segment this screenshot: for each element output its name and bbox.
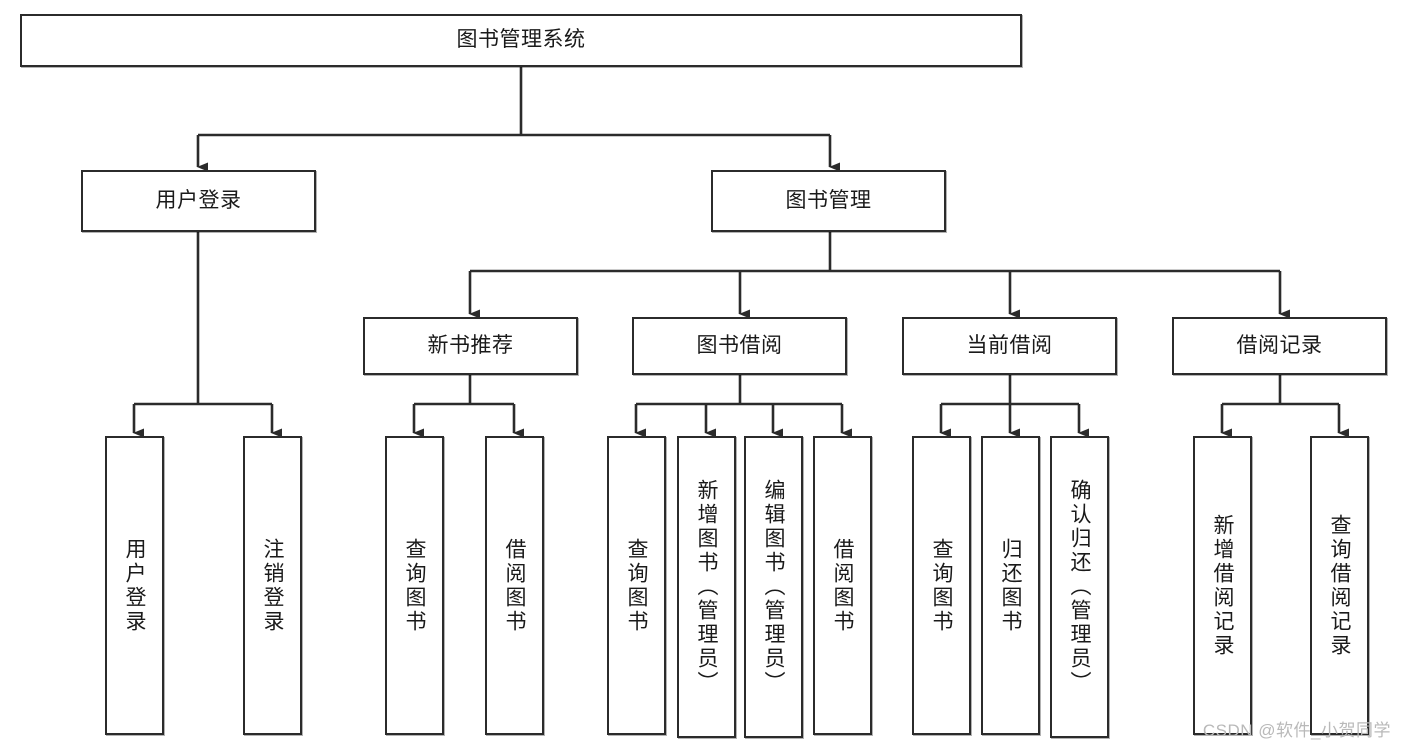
node-leaf-confirm-return-admin[interactable]: 确认归还（管理员） — [1050, 436, 1109, 738]
node-root-label: 图书管理系统 — [456, 28, 586, 52]
node-leaf-recommend-query-book[interactable]: 查询图书 — [385, 436, 444, 735]
node-current-borrow-label: 当前借阅 — [966, 333, 1053, 357]
node-leaf-user-login[interactable]: 用户登录 — [105, 436, 164, 735]
node-leaf-user-login-label: 用户登录 — [123, 537, 146, 634]
node-leaf-borrow-query-book-label: 查询图书 — [625, 537, 648, 634]
node-leaf-borrow-book[interactable]: 借阅图书 — [813, 436, 872, 735]
node-leaf-confirm-return-admin-label: 确认归还（管理员） — [1068, 479, 1091, 695]
node-book-borrow[interactable]: 图书借阅 — [632, 317, 847, 375]
node-leaf-query-borrow-record-label: 查询借阅记录 — [1328, 513, 1351, 658]
node-book-management[interactable]: 图书管理 — [711, 170, 946, 232]
node-new-book-recommend[interactable]: 新书推荐 — [363, 317, 578, 375]
node-leaf-edit-book-admin-label: 编辑图书（管理员） — [762, 479, 785, 695]
node-user-login-label: 用户登录 — [155, 188, 242, 212]
node-user-login[interactable]: 用户登录 — [81, 170, 316, 232]
node-book-borrow-label: 图书借阅 — [696, 333, 783, 357]
node-leaf-add-borrow-record[interactable]: 新增借阅记录 — [1193, 436, 1252, 735]
node-root[interactable]: 图书管理系统 — [20, 14, 1022, 67]
node-leaf-recommend-borrow-book-label: 借阅图书 — [503, 537, 526, 634]
node-leaf-edit-book-admin[interactable]: 编辑图书（管理员） — [744, 436, 803, 738]
node-leaf-logout-label: 注销登录 — [261, 537, 284, 634]
node-current-borrow[interactable]: 当前借阅 — [902, 317, 1117, 375]
node-leaf-borrow-book-label: 借阅图书 — [831, 537, 854, 634]
node-leaf-current-query-book-label: 查询图书 — [930, 537, 953, 634]
node-leaf-return-book[interactable]: 归还图书 — [981, 436, 1040, 735]
node-leaf-logout[interactable]: 注销登录 — [243, 436, 302, 735]
node-leaf-add-book-admin[interactable]: 新增图书（管理员） — [677, 436, 736, 738]
node-leaf-return-book-label: 归还图书 — [999, 537, 1022, 634]
node-leaf-add-borrow-record-label: 新增借阅记录 — [1211, 513, 1234, 658]
node-leaf-recommend-query-book-label: 查询图书 — [403, 537, 426, 634]
node-leaf-recommend-borrow-book[interactable]: 借阅图书 — [485, 436, 544, 735]
node-new-book-recommend-label: 新书推荐 — [427, 333, 514, 357]
node-borrow-record[interactable]: 借阅记录 — [1172, 317, 1387, 375]
csdn-watermark: CSDN @软件_小贺同学 — [1202, 721, 1391, 740]
node-leaf-query-borrow-record[interactable]: 查询借阅记录 — [1310, 436, 1369, 735]
node-book-management-label: 图书管理 — [785, 188, 872, 212]
node-leaf-borrow-query-book[interactable]: 查询图书 — [607, 436, 666, 735]
node-leaf-current-query-book[interactable]: 查询图书 — [912, 436, 971, 735]
node-borrow-record-label: 借阅记录 — [1236, 333, 1323, 357]
node-leaf-add-book-admin-label: 新增图书（管理员） — [695, 479, 718, 695]
